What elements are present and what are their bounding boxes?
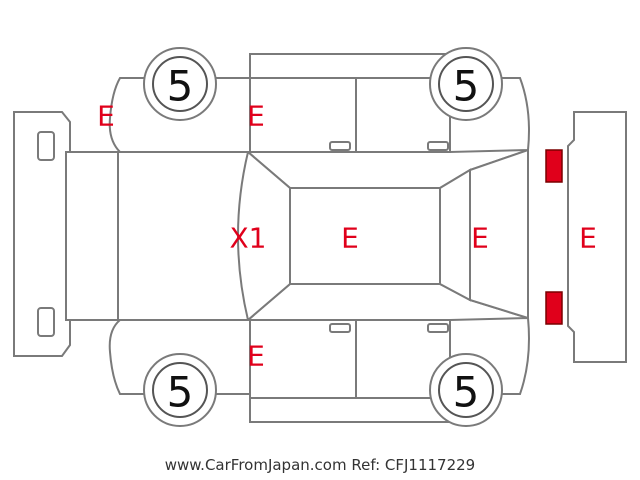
mark-roof: E — [341, 222, 359, 255]
roof-panel — [289, 187, 441, 285]
rear-window — [439, 168, 471, 302]
tyre-rear-left: 5 — [429, 47, 503, 121]
tyre-front-right-grade: 5 — [167, 368, 194, 417]
tyre-rear-right-grade: 5 — [453, 368, 480, 417]
front-bumper — [13, 111, 71, 357]
source-caption: www.CarFromJapan.com Ref: CFJ1117229 — [164, 456, 476, 474]
mark-front-left-fender: E — [97, 100, 115, 133]
tyre-front-right: 5 — [143, 353, 217, 427]
tyre-front-left: 5 — [143, 47, 217, 121]
mark-windshield: X1 — [230, 222, 267, 255]
mark-front-right-door: E — [247, 340, 265, 373]
mark-rear-window: E — [471, 222, 489, 255]
rear-lamp-bottom — [545, 291, 563, 325]
mark-rear-bumper: E — [579, 222, 597, 255]
tyre-rear-left-grade: 5 — [453, 62, 480, 111]
mark-front-left-door: E — [247, 100, 265, 133]
tyre-front-left-grade: 5 — [167, 62, 194, 111]
rear-lamp-top — [545, 149, 563, 183]
rear-bumper — [567, 111, 627, 363]
tyre-rear-right: 5 — [429, 353, 503, 427]
left-side-panels — [108, 53, 530, 154]
